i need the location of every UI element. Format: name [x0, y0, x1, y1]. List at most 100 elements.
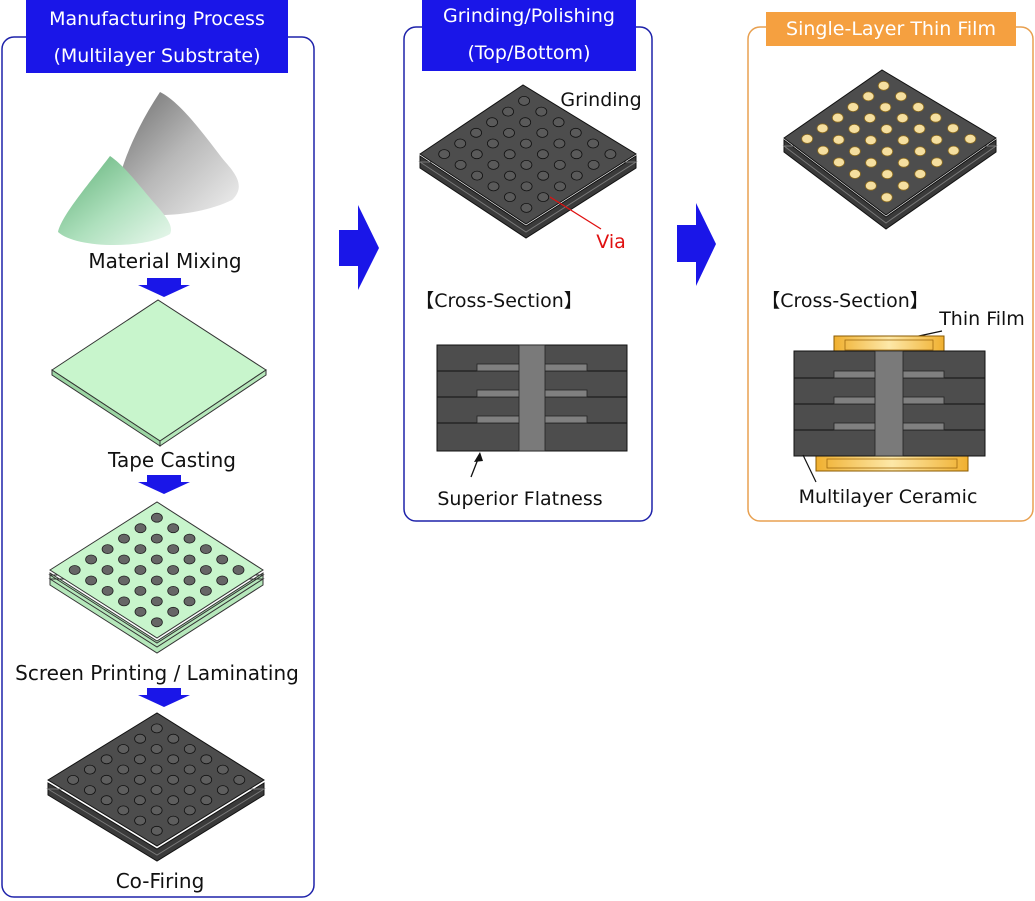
via-hole	[503, 192, 516, 203]
multilayer-ceramic-label: Multilayer Ceramic	[799, 486, 978, 508]
down-arrow-icon	[138, 278, 190, 297]
thin-film-label: Thin Film	[938, 308, 1025, 330]
gold-pad	[947, 123, 959, 134]
via-hole	[133, 774, 146, 785]
via-hole	[504, 170, 516, 181]
gold-pad	[929, 112, 942, 123]
via-hole	[167, 815, 180, 826]
right-arrow-icon	[677, 203, 716, 286]
via-hole	[520, 138, 532, 149]
green-sheet-icon	[51, 299, 267, 447]
via-hole-grid	[67, 723, 246, 836]
via-hole	[101, 586, 114, 596]
via-hole	[537, 149, 549, 160]
via-hole	[100, 774, 113, 785]
via-hole	[101, 565, 114, 575]
via-hole	[569, 127, 582, 138]
via-hole	[85, 554, 97, 565]
gold-pad	[864, 113, 876, 123]
panel-grinding-title-line1: Grinding/Polishing	[443, 5, 615, 27]
gold-pad	[847, 102, 859, 112]
via-hole	[470, 127, 483, 138]
gold-pad	[816, 123, 829, 134]
via-hole	[520, 202, 533, 213]
via-hole	[150, 723, 163, 734]
thin-film-cross-section	[793, 335, 986, 472]
gold-pad	[912, 102, 925, 112]
via-hole	[117, 805, 130, 816]
gold-pad	[913, 123, 926, 134]
via-hole	[167, 606, 180, 617]
panel-manufacturing: Manufacturing Process (Multilayer Substr…	[1, 0, 315, 898]
gold-pad	[848, 123, 861, 134]
step-label-material-mixing: Material Mixing	[88, 249, 241, 273]
via-hole	[216, 764, 229, 775]
via-hole	[134, 606, 147, 617]
cross-section-diagram	[436, 344, 628, 452]
panel-manufacturing-title-line2: (Multilayer Substrate)	[53, 45, 260, 67]
via-hole	[183, 533, 196, 544]
via-hole	[518, 96, 530, 106]
ceramic-callout-line	[802, 454, 817, 483]
via-hole	[100, 795, 113, 806]
gold-pad	[831, 112, 844, 123]
via-hole	[150, 596, 163, 607]
via-hole	[118, 554, 130, 565]
via-hole	[150, 805, 163, 816]
via-hole	[200, 795, 213, 806]
via-hole	[150, 825, 163, 836]
via-hole	[150, 554, 163, 565]
panel-grinding-header	[422, 0, 636, 71]
panel-grinding-title-line2: (Top/Bottom)	[468, 42, 591, 64]
via-hole	[133, 795, 146, 806]
gold-pad-grid	[801, 80, 977, 203]
step-label-screen-printing: Screen Printing / Laminating	[15, 661, 299, 685]
via-hole	[520, 181, 533, 192]
via-hole	[167, 754, 180, 765]
via-label: Via	[596, 231, 626, 253]
via-hole	[520, 159, 533, 170]
via-hole-grid	[68, 512, 245, 628]
via-hole	[199, 565, 212, 575]
via-hole	[118, 596, 130, 607]
via-hole	[167, 774, 180, 785]
powder-cones-icon	[58, 92, 239, 246]
via-hole	[216, 785, 229, 795]
via-hole	[553, 138, 566, 149]
gold-pad	[881, 146, 894, 157]
via-hole	[200, 774, 213, 785]
via-hole	[486, 138, 499, 149]
panel-thinfilm-header	[766, 12, 1016, 46]
gold-pad	[849, 169, 861, 179]
via-hole	[134, 733, 147, 744]
via-hole	[150, 575, 163, 586]
gold-pad	[880, 192, 893, 203]
gold-pad	[914, 146, 926, 157]
gold-pad	[897, 180, 910, 191]
panel-thinfilm: Single-Layer Thin Film 【Cross-Section】 T…	[747, 12, 1034, 522]
panel-manufacturing-title-line1: Manufacturing Process	[49, 8, 265, 30]
via-hole	[167, 523, 180, 534]
via-hole	[470, 149, 483, 160]
via-hole	[471, 170, 484, 181]
via-hole	[167, 544, 180, 554]
via-hole	[183, 596, 196, 607]
laminated-sheets-icon	[48, 501, 265, 654]
via-hole	[199, 544, 212, 554]
via-hole	[535, 106, 548, 117]
via-hole	[150, 533, 163, 544]
via-hole	[85, 575, 97, 586]
via-hole	[487, 181, 500, 192]
gold-pad	[801, 133, 814, 144]
via-hole	[150, 785, 163, 795]
via-hole	[587, 159, 600, 170]
via-hole	[183, 744, 196, 754]
via-hole	[183, 785, 196, 795]
via-hole	[604, 149, 617, 160]
panel-grinding: Grinding/Polishing (Top/Bottom) Grinding…	[403, 0, 653, 522]
gold-pad	[897, 157, 910, 168]
gold-pad	[833, 157, 845, 168]
via-hole	[503, 149, 516, 160]
via-hole	[118, 575, 130, 586]
